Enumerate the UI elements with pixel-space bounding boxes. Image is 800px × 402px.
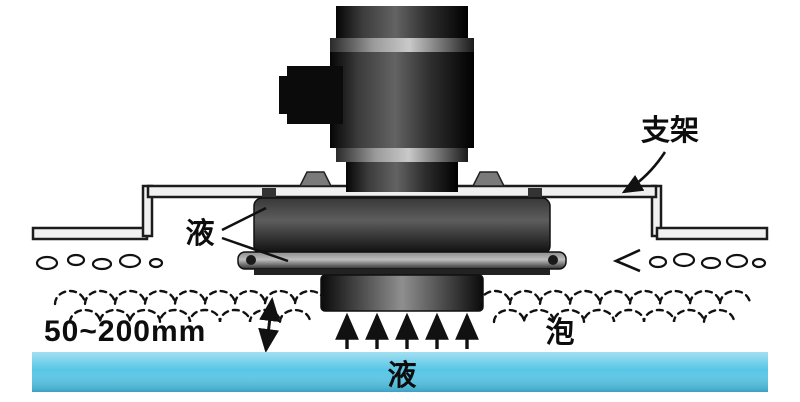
bracket-left-flange — [31, 226, 149, 241]
droplet — [148, 257, 164, 269]
droplet — [35, 255, 59, 271]
motor-neck — [346, 162, 458, 192]
disc-tab-right — [528, 188, 542, 200]
disc-tab-left — [262, 188, 276, 200]
foam-label: 泡 — [545, 316, 574, 349]
droplet — [725, 253, 749, 269]
bracket-right-flange — [655, 226, 769, 241]
motor-upper-band — [330, 38, 474, 52]
pointer-line-upper — [221, 206, 267, 232]
dimension-label: 50~200mm — [44, 315, 206, 348]
droplet — [91, 257, 113, 271]
dimension-arrow-down — [258, 325, 280, 353]
mount-nub-right — [471, 171, 506, 187]
motor-top-cap — [336, 6, 468, 38]
foam-row-right-bottom — [492, 308, 736, 324]
droplet — [648, 255, 668, 269]
spray-droplets-right — [612, 248, 767, 273]
foam-arcs — [53, 289, 752, 324]
liquid-surface-shading — [32, 352, 768, 392]
pointer-line-lower — [221, 236, 289, 263]
droplet — [700, 256, 722, 270]
motor-lower-band — [336, 148, 468, 162]
droplet — [66, 253, 86, 267]
rim-bolt-right — [548, 255, 558, 265]
rotor-assembly — [237, 197, 567, 312]
foam-row-left-bottom — [68, 308, 312, 324]
spray-chevron-icon — [612, 248, 641, 273]
mount-nub-left — [298, 171, 333, 187]
flow-arrows — [335, 312, 479, 349]
bracket-label: 支架 — [641, 114, 699, 147]
motor-terminal-box — [287, 66, 343, 124]
bracket-pointer-arrow — [621, 151, 667, 194]
foam-row-left-top — [53, 289, 327, 306]
dimension-arrow — [258, 297, 281, 353]
droplet — [118, 253, 142, 269]
motor-body — [330, 52, 474, 148]
droplet — [672, 252, 696, 268]
motor — [279, 6, 474, 192]
dimension-arrow-up — [259, 297, 281, 327]
bracket-mount-nubs — [262, 171, 542, 200]
liquid-bottom-label: 液 — [387, 359, 416, 392]
liquid-label-pointers — [221, 206, 289, 263]
liquid-side-label: 液 — [185, 217, 214, 250]
disc-underside — [254, 269, 550, 275]
suction-hub — [320, 274, 484, 312]
rotor-disc — [253, 197, 551, 255]
rim-bolt-left — [246, 255, 256, 265]
foam-row-right-top — [478, 289, 752, 306]
droplet — [751, 257, 767, 269]
spray-droplets-left — [35, 253, 164, 271]
